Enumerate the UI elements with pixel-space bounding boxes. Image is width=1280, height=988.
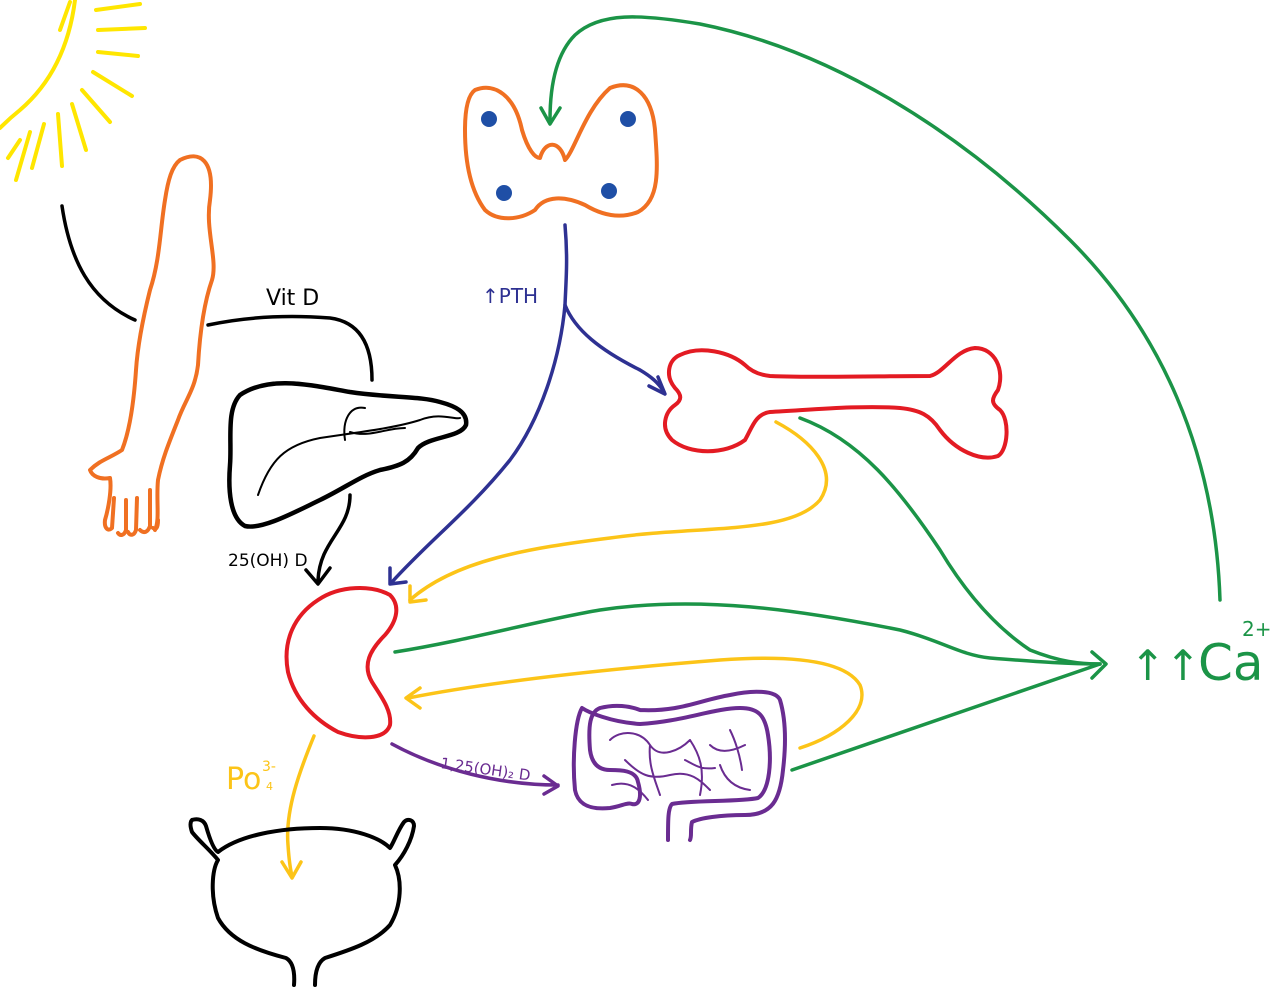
sunlight-line bbox=[60, 204, 137, 322]
calcitriol-label: 1,25(OH)₂ D bbox=[439, 754, 531, 784]
skin-arm-icon bbox=[88, 154, 216, 537]
liver-icon bbox=[227, 380, 469, 529]
calcitriol-arrow bbox=[390, 742, 560, 796]
calcium-label: Ca bbox=[1198, 634, 1264, 692]
gland-dot-top-right bbox=[620, 111, 636, 127]
phosphate-arrows bbox=[280, 420, 864, 880]
hydroxy-d-label: 25(OH) D bbox=[228, 551, 308, 571]
calcium-arrows bbox=[393, 15, 1222, 772]
gland-dot-bottom-left bbox=[496, 185, 512, 201]
hydroxy-d-arrow bbox=[304, 493, 352, 586]
bone-icon bbox=[663, 346, 1009, 460]
parathyroid-glands-icon bbox=[463, 83, 659, 221]
calcium-charge: 2+ bbox=[1242, 617, 1271, 641]
intestine-icon bbox=[571, 689, 787, 842]
phosphate-label: Po bbox=[226, 762, 261, 797]
phosphate-charge: 3- bbox=[262, 759, 276, 775]
gland-dot-bottom-right bbox=[601, 183, 617, 199]
bladder-icon bbox=[188, 817, 416, 987]
pth-arrows bbox=[388, 223, 667, 586]
sun-icon bbox=[0, 0, 147, 182]
calcium-arrows-label: ↑↑ bbox=[1130, 641, 1200, 690]
phosphate-subscript: 4 bbox=[266, 780, 273, 793]
kidney-icon bbox=[284, 586, 399, 740]
pth-label: ↑PTH bbox=[482, 284, 538, 308]
gland-dot-top-left bbox=[481, 111, 497, 127]
vitd-line bbox=[206, 314, 374, 382]
vitd-label: Vit D bbox=[266, 286, 319, 311]
phosphate-base: Po bbox=[226, 762, 261, 797]
